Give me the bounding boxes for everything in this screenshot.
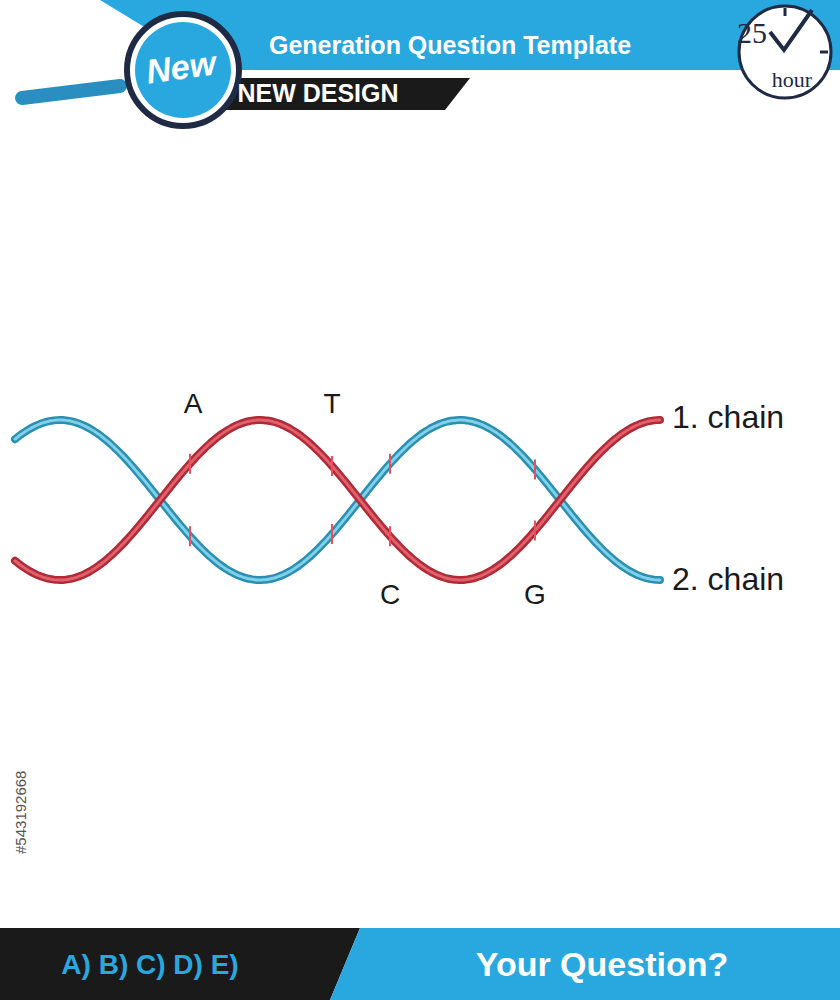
label-text: 2. chain bbox=[672, 562, 784, 597]
label-text: Generation Question Template bbox=[269, 32, 631, 60]
blue-chain-highlight bbox=[15, 420, 660, 580]
base-label: T bbox=[323, 389, 340, 420]
red-chain-highlight bbox=[15, 420, 660, 580]
base-label: C bbox=[380, 580, 400, 611]
base-mark bbox=[331, 524, 333, 544]
magnifier-handle bbox=[22, 86, 120, 98]
red-chain bbox=[15, 420, 660, 580]
blue-chain bbox=[15, 420, 660, 580]
base-mark bbox=[534, 521, 536, 541]
clock-tick bbox=[820, 51, 828, 54]
label-text: hour bbox=[772, 68, 812, 92]
watermark: #543192668 bbox=[14, 770, 31, 853]
design-tag bbox=[215, 78, 470, 110]
base-mark bbox=[389, 454, 391, 474]
label-text: NEW DESIGN bbox=[237, 80, 398, 108]
label-text: 25 bbox=[737, 16, 767, 49]
label-text: 1. chain bbox=[672, 400, 784, 435]
label-text: A) B) C) D) E) bbox=[61, 950, 238, 981]
base-mark bbox=[189, 454, 191, 474]
bottom-bar-blue bbox=[330, 928, 840, 1000]
bottom-bar-dark bbox=[0, 928, 360, 1000]
base-label: A bbox=[184, 389, 203, 420]
check-mark bbox=[770, 10, 812, 50]
base-mark bbox=[189, 526, 191, 546]
magnifier-ring bbox=[127, 14, 239, 126]
base-mark bbox=[331, 456, 333, 476]
base-label: G bbox=[524, 580, 546, 611]
label-text: Your Question? bbox=[476, 946, 728, 983]
clock-tick bbox=[784, 8, 787, 16]
magnifier-lens bbox=[135, 22, 231, 118]
base-mark bbox=[534, 459, 536, 479]
base-mark bbox=[389, 526, 391, 546]
dna-helix bbox=[15, 420, 660, 580]
